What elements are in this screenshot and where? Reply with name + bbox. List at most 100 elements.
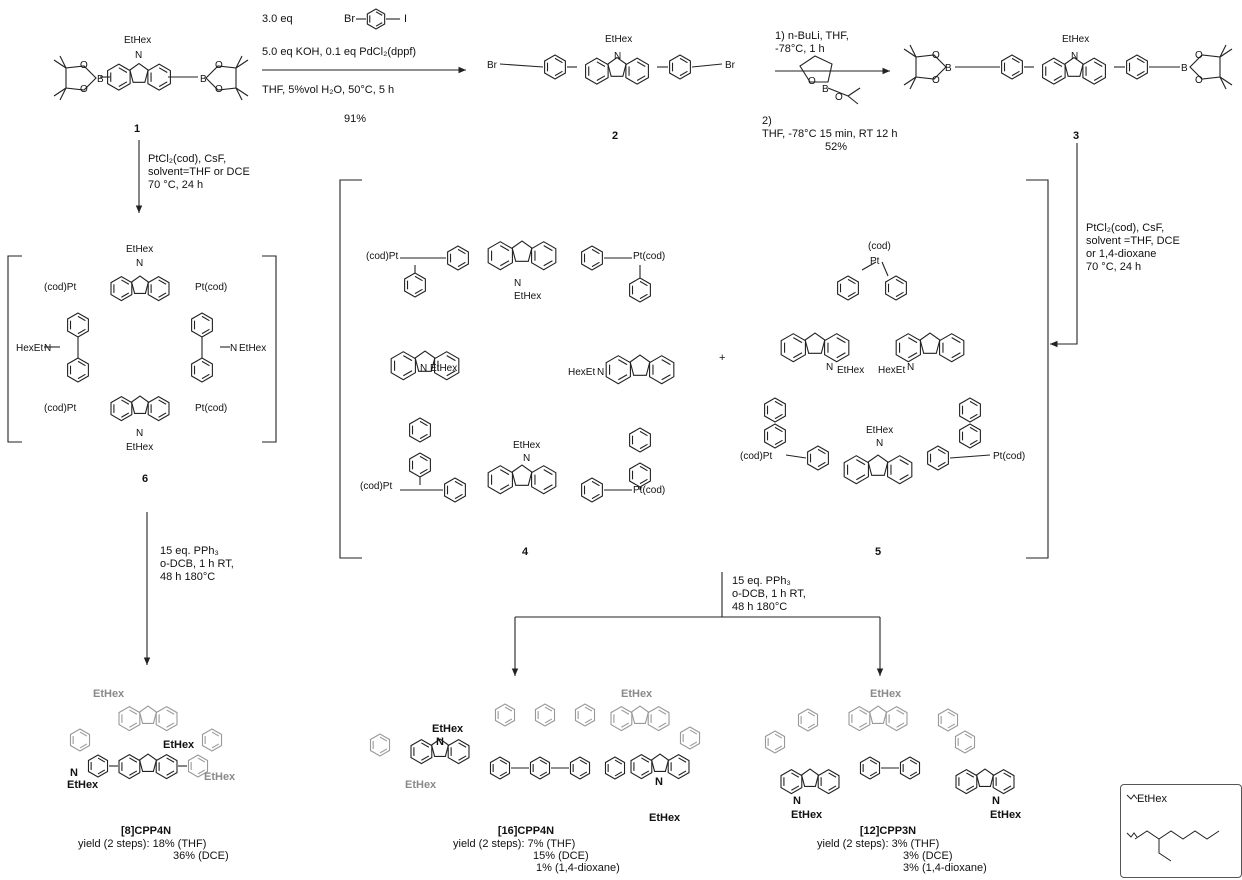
c1-pinacol-left-me3 [53, 87, 67, 97]
double-bond [1003, 785, 1012, 791]
double-bond [584, 718, 593, 724]
p2-ethex-bottom: EtHex [649, 812, 681, 824]
double-bond [641, 757, 650, 763]
double-bond [817, 461, 826, 468]
p2-carbazole-top-pyrrole [630, 705, 650, 724]
double-bond [859, 722, 868, 728]
p1-ethex-left: EtHex [67, 779, 99, 791]
c5-ring-b1 [807, 445, 829, 471]
compound-5-label: 5 [875, 546, 882, 558]
double-bond [793, 337, 803, 344]
p3-carbazole-top-pyrrole [868, 705, 888, 724]
r3-line1: PtCl₂(cod), CsF, [148, 153, 227, 165]
double-bond [121, 412, 130, 418]
p3-n-left: N [793, 795, 801, 807]
double-bond [419, 420, 428, 427]
bracket-6-left [7, 255, 22, 443]
double-bond [937, 461, 946, 468]
c5-codpt-left: (cod)Pt [740, 451, 773, 462]
double-bond [909, 759, 918, 765]
double-bond [158, 67, 168, 73]
c6-n-left: N [44, 343, 52, 354]
double-bond [201, 315, 210, 322]
double-bond [679, 70, 688, 77]
double-bond [618, 374, 628, 381]
c2-ethex: EtHex [605, 34, 633, 45]
double-bond [158, 279, 167, 285]
c3-carbazole-pyrrole [1064, 56, 1084, 77]
double-bond [678, 757, 687, 763]
double-bond [158, 292, 167, 298]
c6-ring-l2 [67, 357, 89, 383]
double-bond [807, 723, 816, 729]
p1-n-left: N [70, 767, 78, 779]
double-bond [1003, 772, 1012, 778]
r6-line1: 15 eq. PPh₃ [732, 575, 791, 587]
arrow-3-to-45 [1050, 143, 1078, 348]
double-bond [869, 759, 878, 765]
p2-ethex-grey: EtHex [405, 779, 437, 791]
double-bond [1136, 57, 1145, 64]
c5-ptcod-right: Pt(cod) [993, 451, 1026, 462]
c6-ethex-right: EtHex [239, 343, 267, 354]
r2-step2: 2) [762, 115, 772, 127]
c4-codpt-bl: (cod)Pt [360, 481, 393, 492]
c1-pinacol-right-me1 [235, 59, 249, 69]
double-bond [969, 413, 978, 420]
r1-reagent-eq: 3.0 eq [262, 13, 293, 25]
c5-n-bottom: N [876, 438, 884, 449]
c3-pinacol-left-me3 [903, 76, 917, 86]
c1-pinacol-right-me3 [235, 87, 249, 97]
c6-ptcod-br: Pt(cod) [195, 403, 228, 414]
c5-ethex-bottom: EtHex [866, 425, 894, 436]
p3-ring-b2 [899, 756, 921, 780]
double-bond [908, 352, 918, 359]
c4-ethex-bottom: EtHex [513, 440, 541, 451]
c6-carbazole-bottom-pyrrole [130, 395, 150, 414]
c1-b-right: B [200, 74, 207, 85]
double-bond [951, 337, 961, 344]
double-bond [197, 769, 206, 775]
double-bond [836, 352, 846, 359]
double-bond [964, 745, 973, 751]
double-bond [964, 733, 973, 739]
double-bond [121, 279, 130, 285]
double-bond [201, 328, 210, 335]
c6-n-bottom: N [136, 428, 144, 439]
c2-br-bond-r [691, 63, 723, 68]
c4-ring-t1 [447, 245, 469, 271]
compound-1-label: 1 [134, 123, 141, 135]
double-bond [774, 400, 783, 407]
double-bond [791, 785, 800, 791]
c5-pt-bond2 [881, 261, 889, 277]
double-bond [969, 439, 978, 446]
double-bond [539, 771, 548, 777]
double-bond [403, 355, 413, 362]
r5-line1: 15 eq. PPh₃ [160, 545, 219, 557]
double-bond [121, 292, 130, 298]
double-bond [639, 430, 648, 437]
double-bond [77, 328, 86, 335]
double-bond [118, 67, 128, 73]
double-bond [937, 448, 946, 455]
p1-ethex-mid: EtHex [163, 739, 195, 751]
double-bond [639, 465, 648, 472]
c1-o3: O [215, 60, 223, 71]
double-bond [947, 711, 956, 717]
double-bond [77, 360, 86, 367]
c4-ptcod-tr: Pt(cod) [633, 251, 666, 262]
p3-ring-b1 [859, 756, 881, 780]
double-bond [166, 709, 175, 715]
r1-conditions: 5.0 eq KOH, 0.1 eq PdCl₂(dppf) [262, 46, 417, 58]
double-bond [158, 399, 167, 405]
c4-n-left: N [420, 363, 428, 374]
double-bond [856, 459, 866, 466]
double-bond [908, 337, 918, 344]
double-bond [97, 769, 106, 775]
double-bond [201, 373, 210, 380]
p2-ring-t1 [494, 703, 516, 727]
c1-b-left: B [97, 74, 104, 85]
p1-ethex-top: EtHex [93, 688, 125, 700]
double-bond [596, 75, 606, 81]
r4-line4: 70 °C, 24 h [1086, 261, 1142, 273]
